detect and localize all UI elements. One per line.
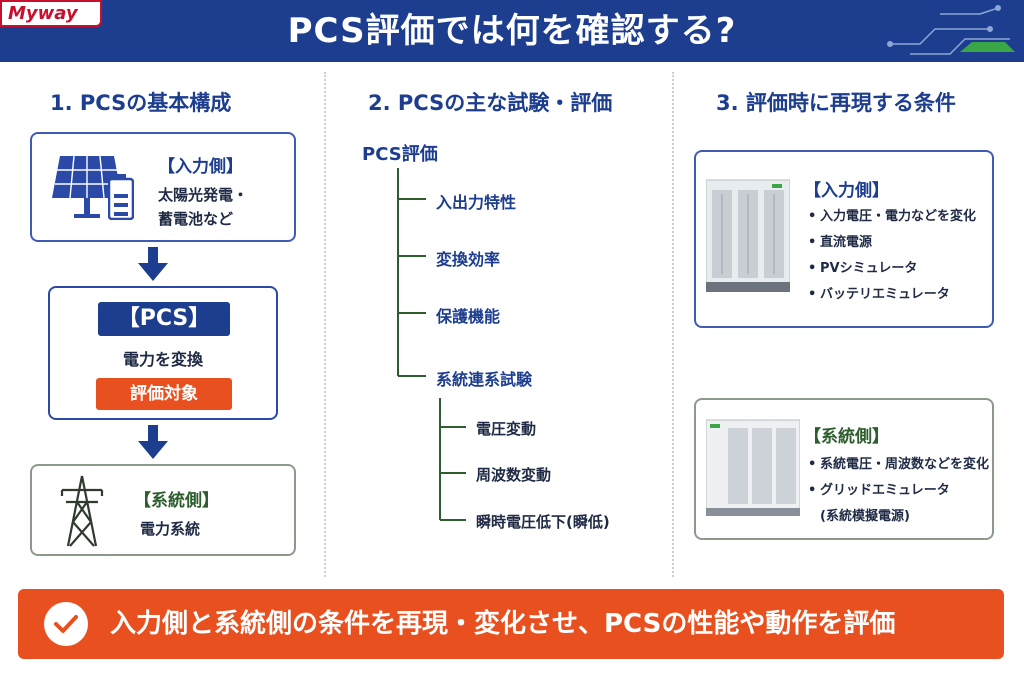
test-tree-root: PCS評価 xyxy=(362,144,438,165)
transmission-tower-icon xyxy=(60,475,104,547)
cabinet-icon xyxy=(706,419,800,516)
input-side-tag: 【入力側】 xyxy=(158,157,243,177)
grid-side-tag: 【系統側】 xyxy=(134,491,219,511)
list-item: •入力電圧・電力などを変化 xyxy=(808,209,977,224)
sub-item-voltage-dip: 瞬時電圧低下(瞬低) xyxy=(476,513,610,531)
grid-condition-list: •系統電圧・周波数などを変化 •グリッドエミュレータ (系統模擬電源) xyxy=(808,452,989,530)
input-condition-box: 【入力側】 •入力電圧・電力などを変化 •直流電源 •PVシミュレータ •バッテ… xyxy=(694,150,994,328)
brand-logo: Myway xyxy=(0,0,102,27)
arrow-down-icon xyxy=(138,247,168,281)
arrow-down-icon xyxy=(138,425,168,459)
list-item: (系統模擬電源) xyxy=(820,509,910,524)
check-icon xyxy=(44,602,88,646)
list-item: •グリッドエミュレータ xyxy=(808,483,950,498)
sub-item-frequency-fluctuation: 周波数変動 xyxy=(476,466,552,484)
page-title: PCS評価では何を確認する? xyxy=(287,11,737,51)
test-item-protection: 保護機能 xyxy=(436,307,501,326)
list-item: •系統電圧・周波数などを変化 xyxy=(808,457,990,472)
column-divider xyxy=(324,72,326,577)
input-side-line1: 太陽光発電・ xyxy=(158,186,249,204)
grid-side-description: 電力系統 xyxy=(140,520,201,538)
pcs-description: 電力を変換 xyxy=(122,350,203,369)
column-title-basic: 1. PCSの基本構成 xyxy=(50,91,232,115)
test-item-grid-interconnection: 系統連系試験 xyxy=(436,370,533,389)
evaluation-target-badge: 評価対象 xyxy=(96,378,232,410)
pcs-box: 【PCS】 電力を変換 評価対象 xyxy=(48,286,278,420)
column-divider xyxy=(672,72,674,577)
summary-text: 入力側と系統側の条件を再現・変化させ、PCSの性能や動作を評価 xyxy=(110,609,896,639)
input-side-line2: 蓄電池など xyxy=(158,210,234,228)
column-title-tests: 2. PCSの主な試験・評価 xyxy=(368,91,613,115)
list-item: •PVシミュレータ xyxy=(808,261,918,276)
list-item: •直流電源 xyxy=(808,235,873,250)
header-bar: Myway PCS評価では何を確認する? xyxy=(0,0,1024,62)
test-item-conversion-efficiency: 変換効率 xyxy=(436,250,501,269)
list-item: •バッテリエミュレータ xyxy=(808,287,950,302)
circuit-decoration-icon xyxy=(887,5,1015,55)
cabinet-icon xyxy=(706,179,790,292)
test-item-io-characteristics: 入出力特性 xyxy=(436,193,517,212)
input-condition-list: •入力電圧・電力などを変化 •直流電源 •PVシミュレータ •バッテリエミュレー… xyxy=(808,204,976,308)
input-side-box: 【入力側】 太陽光発電・ 蓄電池など xyxy=(30,132,296,242)
grid-side-box: 【系統側】 電力系統 xyxy=(30,464,296,556)
column-title-conditions: 3. 評価時に再現する条件 xyxy=(716,91,956,115)
summary-banner: 入力側と系統側の条件を再現・変化させ、PCSの性能や動作を評価 xyxy=(18,589,1004,659)
battery-icon xyxy=(108,174,134,220)
grid-condition-box: 【系統側】 •系統電圧・周波数などを変化 •グリッドエミュレータ (系統模擬電源… xyxy=(694,398,994,540)
sub-item-voltage-fluctuation: 電圧変動 xyxy=(476,420,537,438)
pcs-badge: 【PCS】 xyxy=(98,302,230,336)
grid-condition-tag: 【系統側】 xyxy=(804,427,889,447)
input-condition-tag: 【入力側】 xyxy=(804,181,889,201)
